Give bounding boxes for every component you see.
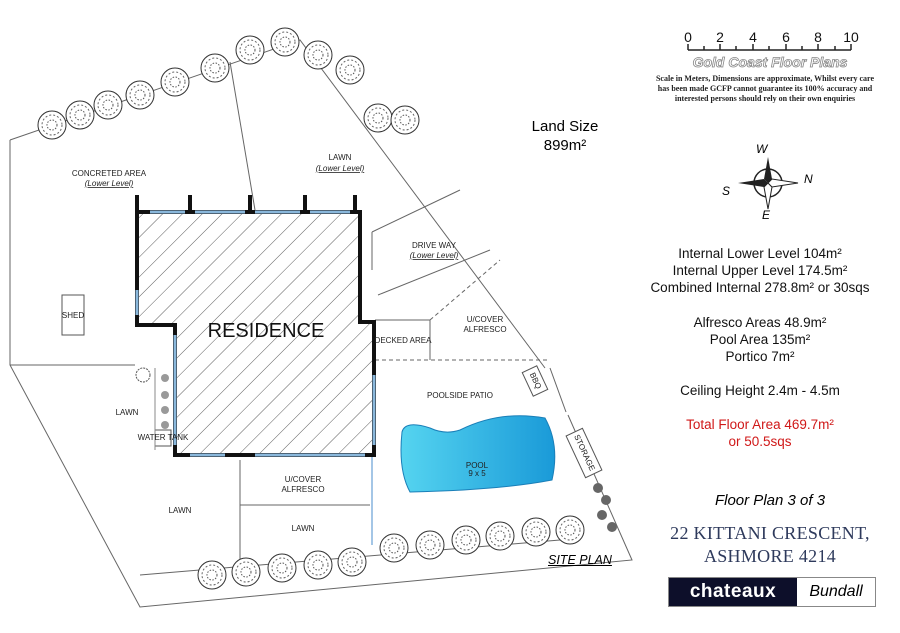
scale-tick-labels: 0 2 4 6 8 10	[684, 29, 859, 45]
tree-icon	[197, 560, 227, 590]
tree-icon	[270, 27, 300, 57]
pool-area: Pool Area 135m²	[709, 332, 811, 347]
scale-tick: 10	[843, 29, 859, 45]
logo-bundall: Bundall	[809, 583, 863, 600]
label-lawn-bottom-left: LAWN	[169, 506, 192, 515]
tree-icon	[231, 557, 261, 587]
tree-icon	[125, 80, 155, 110]
bbq	[521, 365, 549, 397]
land-size: Land Size 899m²	[510, 117, 620, 155]
label-concreted-sub: (Lower Level)	[85, 179, 134, 188]
compass-w: W	[756, 142, 769, 156]
label-water-tank: WATER TANK	[138, 433, 189, 442]
tree-icon	[93, 90, 123, 120]
label-poolside-patio: POOLSIDE PATIO	[427, 391, 493, 400]
internal-areas: Internal Lower Level 104m² Internal Uppe…	[630, 245, 890, 296]
agency-logo: chateaux Bundall	[668, 577, 876, 607]
label-ucover-2: U/COVER	[285, 475, 322, 484]
compass-s: S	[722, 184, 730, 198]
label-concreted-area: CONCRETED AREA	[72, 169, 147, 178]
label-driveway: DRIVE WAY	[412, 241, 457, 250]
tree-icon	[303, 40, 333, 70]
address-line1: 22 KITTANI CRESCENT,	[670, 523, 870, 543]
pool	[400, 415, 556, 493]
scale-tick: 0	[684, 29, 692, 45]
internal-upper: Internal Upper Level 174.5m²	[672, 263, 848, 278]
tree-icon	[37, 110, 67, 140]
gcfp-brand: Gold Coast Floor Plans	[692, 54, 848, 71]
tree-icon	[415, 530, 445, 560]
label-decked-area: DECKED AREA	[375, 336, 433, 345]
compass-n: N	[804, 172, 813, 186]
outdoor-areas: Alfresco Areas 48.9m² Pool Area 135m² Po…	[630, 314, 890, 365]
scale-bar	[687, 44, 852, 51]
tree-icon	[379, 533, 409, 563]
label-alfresco-1: ALFRESCO	[463, 325, 506, 334]
storage	[565, 427, 603, 479]
floor-plan-number: Floor Plan 3 of 3	[714, 492, 826, 509]
label-shed: SHED	[62, 311, 84, 320]
portico-area: Portico 7m²	[725, 349, 795, 364]
tree-icon	[65, 100, 95, 130]
label-lawn-top-sub: (Lower Level)	[316, 164, 365, 173]
land-size-value: 899m²	[543, 137, 587, 154]
scale-tick: 4	[749, 29, 757, 45]
alfresco-area: Alfresco Areas 48.9m²	[693, 315, 827, 330]
tree-icon	[267, 553, 297, 583]
land-size-label: Land Size	[531, 118, 599, 135]
tree-icon	[337, 547, 367, 577]
label-ucover-1: U/COVER	[467, 315, 504, 324]
tree-icon	[303, 550, 333, 580]
scale-tick: 6	[782, 29, 790, 45]
tree-icon	[390, 105, 420, 135]
tree-icon	[451, 525, 481, 555]
site-plan-title: SITE PLAN	[548, 553, 612, 567]
scale-disclaimer: Scale in Meters, Dimensions are approxim…	[655, 74, 875, 103]
tree-icon	[335, 55, 365, 85]
logo-chateaux: chateaux	[669, 578, 797, 606]
label-lawn-top: LAWN	[329, 153, 352, 162]
label-pool: POOL	[466, 461, 489, 470]
total-floor-area: Total Floor Area 469.7m² or 50.5sqs	[630, 416, 890, 450]
tree-icon	[363, 103, 393, 133]
tree-icon	[160, 67, 190, 97]
internal-lower: Internal Lower Level 104m²	[678, 246, 842, 261]
shed	[61, 294, 85, 336]
compass-rose-icon: W N S E	[722, 142, 813, 222]
scale-tick: 8	[814, 29, 822, 45]
compass-e: E	[762, 208, 771, 222]
label-lawn-bottom: LAWN	[292, 524, 315, 533]
address-line2: ASHMORE 4214	[703, 546, 837, 566]
total-area-line1: Total Floor Area 469.7m²	[686, 417, 834, 432]
trees	[37, 27, 617, 590]
label-alfresco-2: ALFRESCO	[281, 485, 324, 494]
scale-tick: 2	[716, 29, 724, 45]
tree-icon	[485, 521, 515, 551]
combined-internal: Combined Internal 278.8m² or 30sqs	[650, 280, 870, 295]
label-residence: RESIDENCE	[208, 320, 325, 342]
label-driveway-sub: (Lower Level)	[410, 251, 459, 260]
ceiling-height: Ceiling Height 2.4m - 4.5m	[680, 383, 840, 398]
label-lawn-left: LAWN	[116, 408, 139, 417]
total-area-line2: or 50.5sqs	[728, 434, 792, 449]
tree-icon	[200, 53, 230, 83]
tree-icon	[555, 515, 585, 545]
label-pool-size: 9 x 5	[468, 469, 486, 478]
tree-icon	[521, 517, 551, 547]
property-address: 22 KITTANI CRESCENT, ASHMORE 4214	[640, 522, 900, 568]
residence-windows	[135, 210, 376, 457]
tree-icon	[235, 35, 265, 65]
residence-columns	[135, 195, 357, 212]
residence-footprint	[135, 210, 376, 457]
